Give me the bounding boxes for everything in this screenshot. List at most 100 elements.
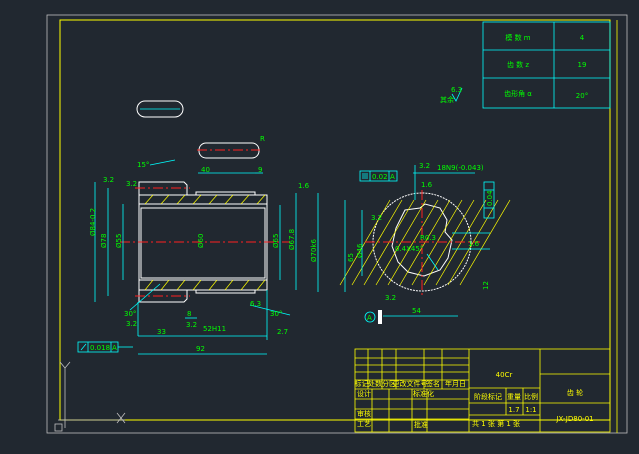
dimension-label: 阶段标记 [474, 392, 502, 401]
hatch-line [176, 194, 186, 205]
dimension-label: Ø84-0.2 [89, 208, 97, 236]
dimension-label: 处数 [368, 379, 382, 388]
dimension-label: 18N9(-0.043) [437, 164, 484, 172]
dimension-label: 3.2 [103, 176, 114, 184]
dimension-label: 30° [124, 310, 136, 318]
dimension-label: 1.7 [508, 406, 519, 414]
hatch-line [240, 279, 250, 291]
dimension-label: 齿 轮 [567, 388, 583, 397]
dimension-label: 审核 [357, 409, 371, 418]
radius-label: R [260, 135, 265, 143]
hatch-line [208, 194, 218, 205]
dimension-label: Ø78 [100, 234, 108, 248]
hatch-line [144, 279, 154, 291]
dimension-label: 1.6 [468, 240, 480, 248]
dimension-label: 9 [258, 166, 262, 174]
dimension-label: 8 [187, 310, 191, 318]
dimension-label: Ø67.8 [288, 229, 296, 250]
dimension-label: Ø55 [115, 234, 123, 248]
dimension-label: 15° [137, 161, 149, 169]
hatch-line [208, 279, 218, 291]
dimension-label: 签名 [426, 379, 440, 388]
hatch-line [240, 194, 250, 205]
dimension-label: A [112, 344, 117, 352]
param-value: 4 [580, 34, 585, 42]
dimension-label: 标准化 [413, 389, 434, 398]
dimension-label: 1.6 [298, 182, 310, 190]
hatch-line [144, 194, 154, 205]
dimension-label: 其余 [440, 95, 454, 104]
hatch-line [423, 199, 475, 286]
dimension-label: Ø46 [356, 243, 364, 258]
dimension-label: 65 [347, 253, 355, 262]
flatness-frame [359, 170, 398, 182]
key-top-view [136, 100, 184, 118]
hatch-line [224, 279, 234, 291]
dimension-label: 3.2 [385, 294, 396, 302]
hatch-line [459, 199, 511, 286]
dimension-label: 33 [157, 328, 166, 336]
ucs-icon [54, 361, 126, 432]
gear-section-view: 40 9 Ø84-0.2 Ø78 Ø55 Ø60 Ø65 Ø67.8 Ø70k6… [89, 159, 319, 355]
dimension-label: 工艺 [357, 420, 371, 428]
dimension-label: R0.3 [420, 234, 436, 242]
dimension-label: JX-JD80-01 [555, 415, 593, 423]
dimension-label: 12 [482, 281, 490, 290]
title-block: 40Cr 齿 轮 JX-JD80-01 阶段标记 重量 比例 1.7 1:1 共… [355, 348, 611, 433]
dimension-label: 0.018 [90, 344, 110, 352]
dimension-label: 54 [412, 307, 421, 315]
runout-tolerance-frame: 0.018 A [77, 341, 133, 353]
dimension-label: 3.2 [186, 321, 197, 329]
dimension-label: 共 1 张 第 1 张 [472, 419, 520, 428]
hatch-line [160, 279, 170, 291]
dimension-label: A [390, 173, 395, 181]
dimension-label: 0.4X45° [395, 245, 423, 253]
param-label: 齿 数 z [507, 60, 529, 69]
dimension-label: 批准 [414, 420, 428, 429]
hatch-line [387, 199, 439, 286]
dimension-label: 52H11 [203, 325, 226, 333]
dimension-label: 1.6 [421, 181, 433, 189]
hatch-line [160, 194, 170, 205]
dimension-label: 年月日 [445, 379, 466, 388]
gear-end-view: 65 Ø46 R0.3 0.4X45° 54 12 18N9(-0.043) 3… [339, 162, 511, 324]
dimension-label: 40Cr [496, 371, 513, 379]
dimension-label: 2.7 [277, 328, 288, 336]
hatch-line [256, 194, 266, 205]
dimension-label: 6.3 [250, 300, 261, 308]
dimension-label: 3.2 [371, 214, 382, 222]
dimension-label: 标记 [355, 379, 369, 388]
dimension-label: Ø70k6 [310, 239, 318, 262]
dimension-label: 更改文件号 [393, 379, 428, 388]
hatch-line [224, 194, 234, 205]
dimension-label: 分区 [382, 379, 396, 388]
inner-frame [59, 19, 611, 421]
hatch-line [256, 279, 266, 291]
dimension-label: 3.2 [126, 320, 137, 328]
param-label: 模 数 m [505, 33, 530, 42]
hatch-line [351, 199, 403, 286]
dimension-label: 6.3 [451, 86, 462, 94]
dimension-label: 40 [201, 166, 210, 174]
param-label: 齿形角 α [504, 89, 532, 98]
dimension-label: Ø65 [272, 234, 280, 248]
outer-frame [46, 14, 628, 434]
dimension-label: 3.2 [126, 180, 137, 188]
param-value: 19 [578, 61, 587, 69]
default-roughness: 其余 6.3 [440, 86, 463, 104]
dimension-label: 1:1 [525, 406, 536, 414]
dimension-label: 设计 [357, 389, 371, 398]
dimension-label: Ø60 [197, 234, 205, 248]
perpendicularity-frame [483, 181, 495, 219]
hatch-line [192, 279, 202, 291]
dimension-label: 3.2 [419, 162, 430, 170]
dimension-label: A [367, 314, 372, 322]
dimension-label: 比例 [524, 392, 538, 401]
dimension-label: 0.04 [486, 190, 494, 206]
dimension-label: 92 [196, 345, 205, 353]
param-value: 20° [576, 92, 588, 100]
hatch-line [192, 194, 202, 205]
dimension-label: 30° [270, 310, 282, 318]
dimension-label: 0.02 [372, 173, 388, 181]
